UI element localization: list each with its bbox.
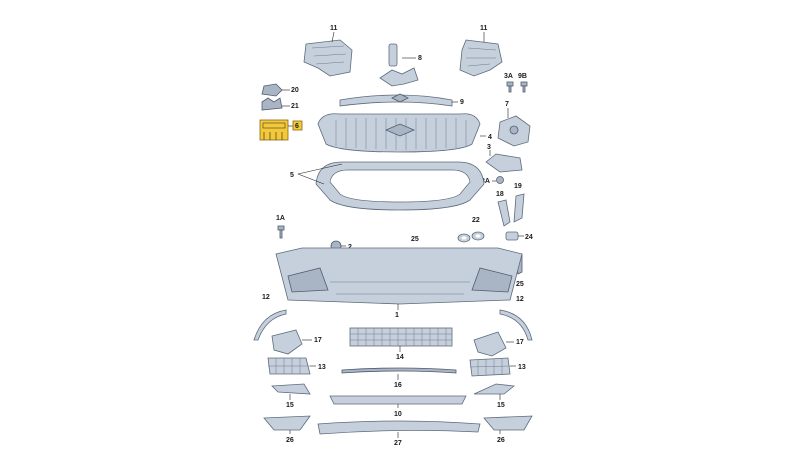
part-11-left-bracket[interactable] <box>303 39 353 77</box>
label-6-box <box>292 120 303 131</box>
part-21-clip[interactable] <box>261 97 283 111</box>
label-17-left: 17 <box>314 337 322 344</box>
label-12-right: 12 <box>516 296 524 303</box>
part-15-right-trim[interactable] <box>473 383 516 395</box>
label-12-left: 12 <box>262 294 270 301</box>
part-4-radiator-grille[interactable] <box>317 113 481 153</box>
part-19-trim-piece[interactable] <box>513 193 525 223</box>
part-17-right-fog-cover[interactable] <box>473 331 507 357</box>
label-7: 7 <box>505 101 509 108</box>
label-17-right: 17 <box>516 339 524 346</box>
label-1: 1 <box>395 312 399 319</box>
label-13-left: 13 <box>318 364 326 371</box>
part-17-left-fog-cover[interactable] <box>271 329 303 355</box>
part-3a-screw[interactable] <box>506 81 514 93</box>
part-13-left-grille-insert[interactable] <box>267 357 311 375</box>
part-27-front-lip[interactable] <box>317 420 481 435</box>
label-10: 10 <box>394 411 402 418</box>
part-12-left-wheel-arch-trim[interactable] <box>253 309 287 341</box>
part-24-tow-hook-cover[interactable] <box>505 231 519 241</box>
label-26-right: 26 <box>497 437 505 444</box>
label-2: 2 <box>348 244 352 251</box>
leader-11-left <box>331 31 335 43</box>
label-9b: 9B <box>518 73 527 80</box>
label-25-right: 25 <box>516 281 524 288</box>
label-24: 24 <box>525 234 533 241</box>
part-12-right-wheel-arch-trim[interactable] <box>499 309 533 341</box>
label-4: 4 <box>488 134 492 141</box>
label-19: 19 <box>514 183 522 190</box>
part-18-trim-piece[interactable] <box>497 199 511 227</box>
label-3a: 3A <box>504 73 513 80</box>
part-3a-nut[interactable] <box>496 176 504 184</box>
part-9-upper-trim-strip[interactable] <box>339 93 453 107</box>
part-3-headlight-bracket[interactable] <box>485 153 523 173</box>
leader-5b <box>297 163 343 175</box>
part-14-lower-grille[interactable] <box>349 327 453 347</box>
part-6-highlighted-bracket[interactable] <box>259 119 289 141</box>
label-21: 21 <box>291 103 299 110</box>
label-11-right: 11 <box>480 25 488 32</box>
label-15-right: 15 <box>497 402 505 409</box>
label-18: 18 <box>496 191 504 198</box>
label-1a: 1A <box>276 215 285 222</box>
label-26-left: 26 <box>286 437 294 444</box>
part-1a-screw[interactable] <box>277 225 285 239</box>
part-7-side-bracket[interactable] <box>497 115 531 147</box>
part-26-left-deflector[interactable] <box>263 415 311 431</box>
label-14: 14 <box>396 354 404 361</box>
label-9: 9 <box>460 99 464 106</box>
part-8-sensor-bracket[interactable] <box>379 43 419 87</box>
part-1-bumper-cover[interactable] <box>275 247 523 305</box>
part-10-lower-spoiler[interactable] <box>329 395 467 405</box>
label-25-center: 25 <box>411 236 419 243</box>
part-20-clip[interactable] <box>261 83 283 97</box>
label-13-right: 13 <box>518 364 526 371</box>
label-8: 8 <box>418 55 422 62</box>
label-3a-second: 3A <box>481 178 490 185</box>
label-11-left: 11 <box>330 25 338 32</box>
label-3: 3 <box>487 144 491 151</box>
label-16: 16 <box>394 382 402 389</box>
part-5-grille-frame[interactable] <box>315 161 485 211</box>
part-11-right-bracket[interactable] <box>459 39 503 77</box>
part-16-trim-strip[interactable] <box>341 367 457 374</box>
label-6: 6 <box>295 123 299 130</box>
part-22-fog-light-rings[interactable] <box>457 231 485 243</box>
part-26-right-deflector[interactable] <box>483 415 533 431</box>
label-27: 27 <box>394 440 402 447</box>
part-13-right-grille-insert[interactable] <box>469 357 511 377</box>
part-15-left-trim[interactable] <box>271 383 311 395</box>
label-15-left: 15 <box>286 402 294 409</box>
label-5: 5 <box>290 172 294 179</box>
part-9b-clip[interactable] <box>520 81 528 93</box>
leader-5a <box>297 173 325 185</box>
label-20: 20 <box>291 87 299 94</box>
label-22: 22 <box>472 217 480 224</box>
